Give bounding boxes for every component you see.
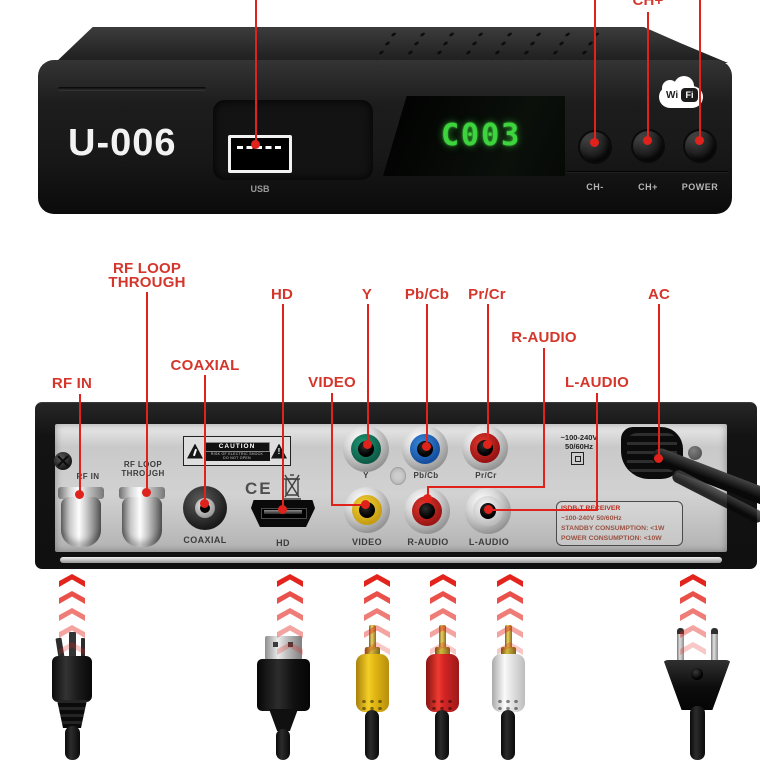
coaxial-port-label: COAXIAL	[183, 535, 227, 545]
ac-plug-pin	[677, 634, 684, 662]
rf-in-connector	[61, 497, 101, 547]
up-arrow-chevron-icon	[680, 625, 706, 638]
up-arrow-chevron-icon	[364, 591, 390, 604]
up-arrow-chevron-icon	[680, 642, 706, 655]
wifi-logo: Wi Fi	[658, 76, 706, 112]
up-arrow-chevron-icon	[59, 625, 85, 638]
up-arrow-chevron-icon	[277, 591, 303, 604]
brand-label: U-006	[68, 122, 177, 164]
r-audio-port-label: R-AUDIO	[407, 537, 449, 547]
channel-display-value: C003	[441, 118, 522, 153]
up-arrow-chevron-icon	[430, 591, 456, 604]
rf-cable	[65, 726, 80, 760]
receiver-front-panel	[38, 60, 732, 214]
up-arrow-chevron-icon	[430, 625, 456, 638]
back-panel-bottom-edge	[60, 557, 722, 563]
l-audio-cable	[501, 710, 515, 760]
certification-mark-icon	[390, 467, 406, 485]
rf-plug-ribbed-grip	[57, 700, 87, 728]
hdmi-plug-tip	[265, 636, 302, 660]
up-arrow-chevron-icon	[497, 625, 523, 638]
double-insulation-icon	[571, 452, 584, 465]
up-arrow-chevron-icon	[277, 625, 303, 638]
l-audio-rca-plug	[492, 654, 525, 712]
pr-cr-port-label: Pr/Cr	[475, 471, 497, 480]
spec-label: ISDB-T RECEIVER ~100-240V 50/60Hz STANDB…	[556, 501, 683, 546]
up-arrow-chevron-icon	[364, 642, 390, 655]
up-arrow-chevron-icon	[497, 574, 523, 587]
screw-icon	[54, 452, 72, 470]
up-arrow-chevron-icon	[59, 574, 85, 587]
r-audio-cable	[435, 710, 449, 760]
ac-plug-screw-hole	[691, 668, 703, 680]
up-arrow-chevron-icon	[277, 642, 303, 655]
power-button-label: POWER	[681, 182, 719, 192]
usb-port-label: USB	[250, 184, 270, 194]
ch-minus-button-label: CH-	[586, 182, 604, 192]
rca-plug-pin	[505, 625, 512, 650]
rca-plug-collar	[365, 647, 380, 656]
led-display: C003	[383, 96, 565, 176]
up-arrow-chevron-icon	[364, 574, 390, 587]
ce-mark: CE	[245, 479, 273, 498]
caution-text-block: CAUTION RISK OF ELECTRIC SHOCK DO NOT OP…	[204, 441, 270, 461]
wifi-logo-fi-badge: Fi	[681, 88, 698, 102]
pb-cb-port-label: Pb/Cb	[413, 471, 439, 480]
video-cable	[365, 710, 379, 760]
hdmi-plug-body	[257, 659, 310, 711]
caution-label: CAUTION RISK OF ELECTRIC SHOCK DO NOT OP…	[183, 436, 291, 466]
up-arrow-chevron-icon	[680, 574, 706, 587]
rf-loop-connector	[122, 497, 162, 547]
up-arrow-chevron-icon	[680, 591, 706, 604]
up-arrow-chevron-icon	[59, 642, 85, 655]
r-audio-rca-plug	[426, 654, 459, 712]
ac-cable	[690, 706, 705, 760]
rf-loop-port-label: RF LOOP THROUGH	[121, 460, 165, 478]
wifi-logo-text: Wi	[666, 90, 679, 101]
screw-icon	[688, 446, 702, 460]
weee-bin-icon	[283, 474, 301, 500]
receiver-back-panel	[55, 424, 727, 552]
rf-plug-pin	[69, 632, 76, 658]
hdmi-plug-neck	[269, 709, 298, 731]
usb-port	[228, 135, 292, 173]
rca-plug-collar	[435, 647, 450, 656]
up-arrow-chevron-icon	[497, 642, 523, 655]
r-audio-port	[404, 488, 450, 534]
up-arrow-chevron-icon	[59, 608, 85, 621]
ac-plug-pin-tip	[677, 628, 684, 636]
up-arrow-chevron-icon	[277, 608, 303, 621]
up-arrow-chevron-icon	[497, 608, 523, 621]
button-separator-line	[567, 171, 728, 172]
ac-plug-pin-tip	[711, 628, 718, 636]
ch-plus-button-label: CH+	[638, 182, 658, 192]
up-arrow-chevron-icon	[497, 591, 523, 604]
up-arrow-chevron-icon	[430, 574, 456, 587]
up-arrow-chevron-icon	[364, 608, 390, 621]
video-port-label: VIDEO	[351, 537, 382, 547]
ac-plug-pin	[711, 634, 718, 662]
up-arrow-chevron-icon	[277, 574, 303, 587]
up-arrow-chevron-icon	[430, 608, 456, 621]
y-port-label: Y	[363, 471, 369, 480]
up-arrow-chevron-icon	[430, 642, 456, 655]
up-arrow-chevron-icon	[364, 625, 390, 638]
l-audio-port-label: L-AUDIO	[468, 537, 510, 547]
rca-plug-pin	[439, 625, 446, 650]
up-arrow-chevron-icon	[59, 591, 85, 604]
video-rca-plug	[356, 654, 389, 712]
hdmi-cable	[276, 729, 290, 760]
rf-plug-pin	[81, 638, 85, 658]
rca-plug-collar	[501, 647, 516, 656]
rf-antenna-plug	[52, 656, 92, 702]
rf-in-port-label: RF IN	[76, 472, 100, 481]
hd-port-label: HD	[276, 538, 290, 548]
front-panel-groove	[58, 87, 206, 91]
up-arrow-chevron-icon	[680, 608, 706, 621]
voltage-rating-text: ~100-240V 50/60Hz	[560, 433, 598, 451]
rca-plug-pin	[369, 625, 376, 650]
